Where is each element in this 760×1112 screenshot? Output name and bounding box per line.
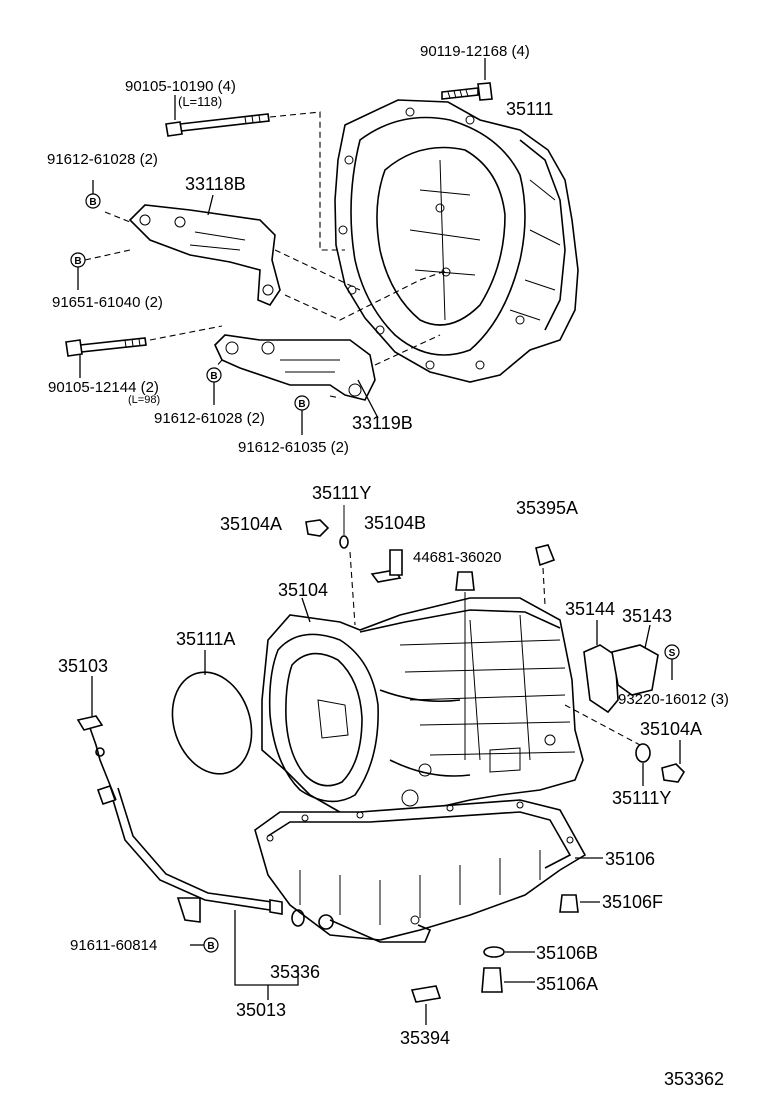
bolt-90105-10190 xyxy=(165,113,270,137)
part-label: 35104A xyxy=(220,514,282,534)
part-label: (L=98) xyxy=(128,394,160,406)
badge-B-icon: B xyxy=(294,395,310,411)
plate-35144 xyxy=(583,644,619,714)
plug-35106A xyxy=(481,967,503,993)
badge-S-icon: S xyxy=(664,644,680,660)
svg-text:S: S xyxy=(669,648,676,659)
badge-B-icon: B xyxy=(203,937,219,953)
part-label: (L=118) xyxy=(178,94,222,109)
bell-housing-35111 xyxy=(334,99,579,383)
part-label: 35336 xyxy=(270,962,320,982)
o-ring-35111A xyxy=(171,671,253,775)
part-label: 91612-61028 (2) xyxy=(47,151,158,168)
part-label: 93220-16012 (3) xyxy=(618,691,729,708)
part-label: 91612-61028 (2) xyxy=(154,410,265,427)
clip-35394 xyxy=(410,985,442,1003)
part-label: 44681-36020 xyxy=(413,549,501,566)
part-label: 35106 xyxy=(605,849,655,869)
breather-44681-36020 xyxy=(455,571,475,591)
bracket-33118B xyxy=(128,204,281,306)
part-label: 35104B xyxy=(364,513,426,533)
part-label: 35144 xyxy=(565,599,615,619)
part-label: 35111A xyxy=(176,629,235,649)
oil-pan-35106 xyxy=(254,799,587,941)
bracket-33119B xyxy=(214,334,376,401)
plate-35143 xyxy=(611,644,659,696)
part-label: 35395A xyxy=(516,498,578,518)
part-label: 91651-61040 (2) xyxy=(52,294,163,311)
part-label: 35106B xyxy=(536,943,598,963)
plug-35106F xyxy=(559,894,579,913)
sensor-35395A xyxy=(535,544,556,567)
part-label: 33119B xyxy=(352,413,413,433)
badge-B-icon: B xyxy=(85,193,101,209)
part-label: 35104 xyxy=(278,580,328,600)
gasket-35111Y-top xyxy=(339,535,349,549)
part-label: 35104A xyxy=(640,719,702,739)
filler-tube-35013 xyxy=(96,784,283,923)
svg-text:B: B xyxy=(74,256,81,267)
part-label: 35111 xyxy=(506,99,553,119)
part-label: 33118B xyxy=(185,174,246,194)
part-label: 90119-12168 (4) xyxy=(420,43,530,60)
fitting-35104B xyxy=(370,549,403,583)
plug-35104A-right xyxy=(661,763,686,783)
svg-text:B: B xyxy=(207,941,214,952)
o-ring-35336 xyxy=(291,909,305,927)
part-label: 35106A xyxy=(536,974,598,994)
badge-B-icon: B xyxy=(206,367,222,383)
transmission-case-35104 xyxy=(261,597,584,836)
part-label: 90105-10190 (4) xyxy=(125,78,236,95)
svg-text:B: B xyxy=(210,371,217,382)
diagram-id: 353362 xyxy=(664,1069,724,1089)
part-label: 35103 xyxy=(58,656,108,676)
bolt-90119-12168 xyxy=(441,82,493,101)
part-label: 91612-61035 (2) xyxy=(238,439,349,456)
part-label: 35111Y xyxy=(312,483,371,503)
badge-B-icon: B xyxy=(70,252,86,268)
gasket-35111Y-right xyxy=(635,743,651,763)
washer-35106B xyxy=(483,946,505,958)
bolt-90105-12144 xyxy=(65,337,147,357)
part-label: 91611-60814 xyxy=(70,937,157,954)
plug-35104A-top xyxy=(305,519,330,537)
svg-text:B: B xyxy=(298,399,305,410)
svg-text:B: B xyxy=(89,197,96,208)
part-label: 90105-12144 (2) xyxy=(48,379,159,396)
part-label: 35106F xyxy=(602,892,663,912)
part-label: 35111Y xyxy=(612,788,671,808)
part-label: 35013 xyxy=(236,1000,286,1020)
part-label: 35394 xyxy=(400,1028,450,1048)
part-label: 35143 xyxy=(622,606,672,626)
